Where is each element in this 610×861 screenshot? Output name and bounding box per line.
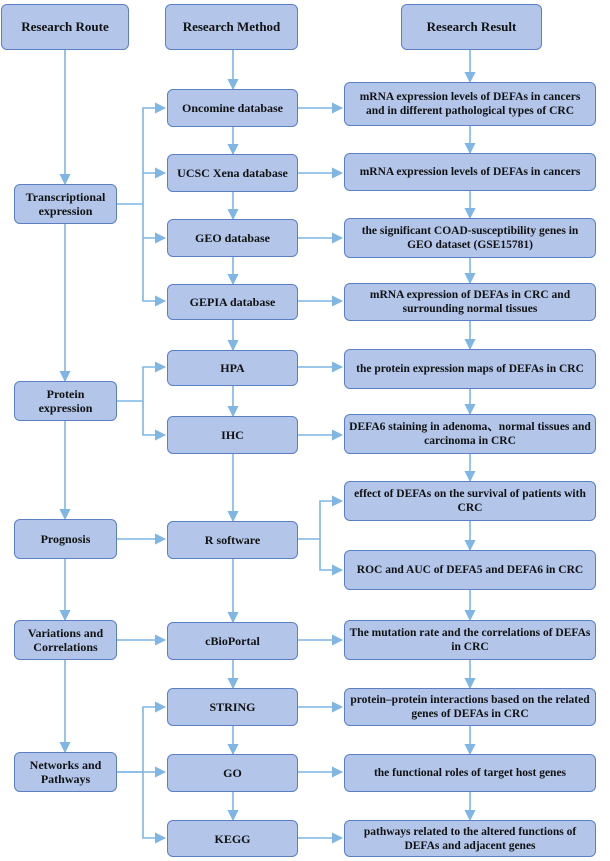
route-protein-expression: Protein expression bbox=[14, 381, 117, 421]
result-functional-roles: the functional roles of target host gene… bbox=[344, 754, 596, 792]
method-oncomine: Oncomine database bbox=[167, 89, 298, 127]
result-ppi: protein–protein interactions based on th… bbox=[344, 688, 596, 726]
result-geo: the significant COAD-susceptibility gene… bbox=[344, 218, 596, 258]
method-string: STRING bbox=[167, 688, 298, 726]
route-prognosis: Prognosis bbox=[14, 519, 117, 559]
method-hpa: HPA bbox=[167, 350, 298, 386]
result-gepia: mRNA expression of DEFAs in CRC and surr… bbox=[344, 283, 596, 321]
result-ihc: DEFA6 staining in adenoma、normal tissues… bbox=[344, 414, 596, 454]
header-research-result: Research Result bbox=[401, 4, 542, 50]
result-roc-auc: ROC and AUC of DEFA5 and DEFA6 in CRC bbox=[344, 550, 596, 590]
method-kegg: KEGG bbox=[167, 820, 298, 857]
method-r-software: R software bbox=[167, 521, 298, 559]
method-go: GO bbox=[167, 754, 298, 792]
result-mutation-rate: The mutation rate and the correlations o… bbox=[344, 620, 596, 660]
result-oncomine: mRNA expression levels of DEFAs in cance… bbox=[344, 82, 596, 126]
method-ucsc-xena: UCSC Xena database bbox=[167, 154, 298, 192]
route-networks-pathways: Networks and Pathways bbox=[14, 752, 117, 792]
header-research-route: Research Route bbox=[1, 4, 129, 50]
route-transcriptional-expression: Transcriptional expression bbox=[14, 184, 117, 224]
header-research-method: Research Method bbox=[165, 4, 298, 50]
result-hpa: the protein expression maps of DEFAs in … bbox=[344, 349, 596, 389]
result-ucsc-xena: mRNA expression levels of DEFAs in cance… bbox=[344, 153, 596, 191]
result-survival: effect of DEFAs on the survival of patie… bbox=[344, 481, 596, 521]
method-geo: GEO database bbox=[167, 219, 298, 257]
method-cbioportal: cBioPortal bbox=[167, 622, 298, 660]
method-ihc: IHC bbox=[167, 416, 298, 454]
result-pathways: pathways related to the altered function… bbox=[344, 820, 596, 857]
route-variations-correlations: Variations and Correlations bbox=[14, 620, 117, 660]
method-gepia: GEPIA database bbox=[167, 284, 298, 320]
